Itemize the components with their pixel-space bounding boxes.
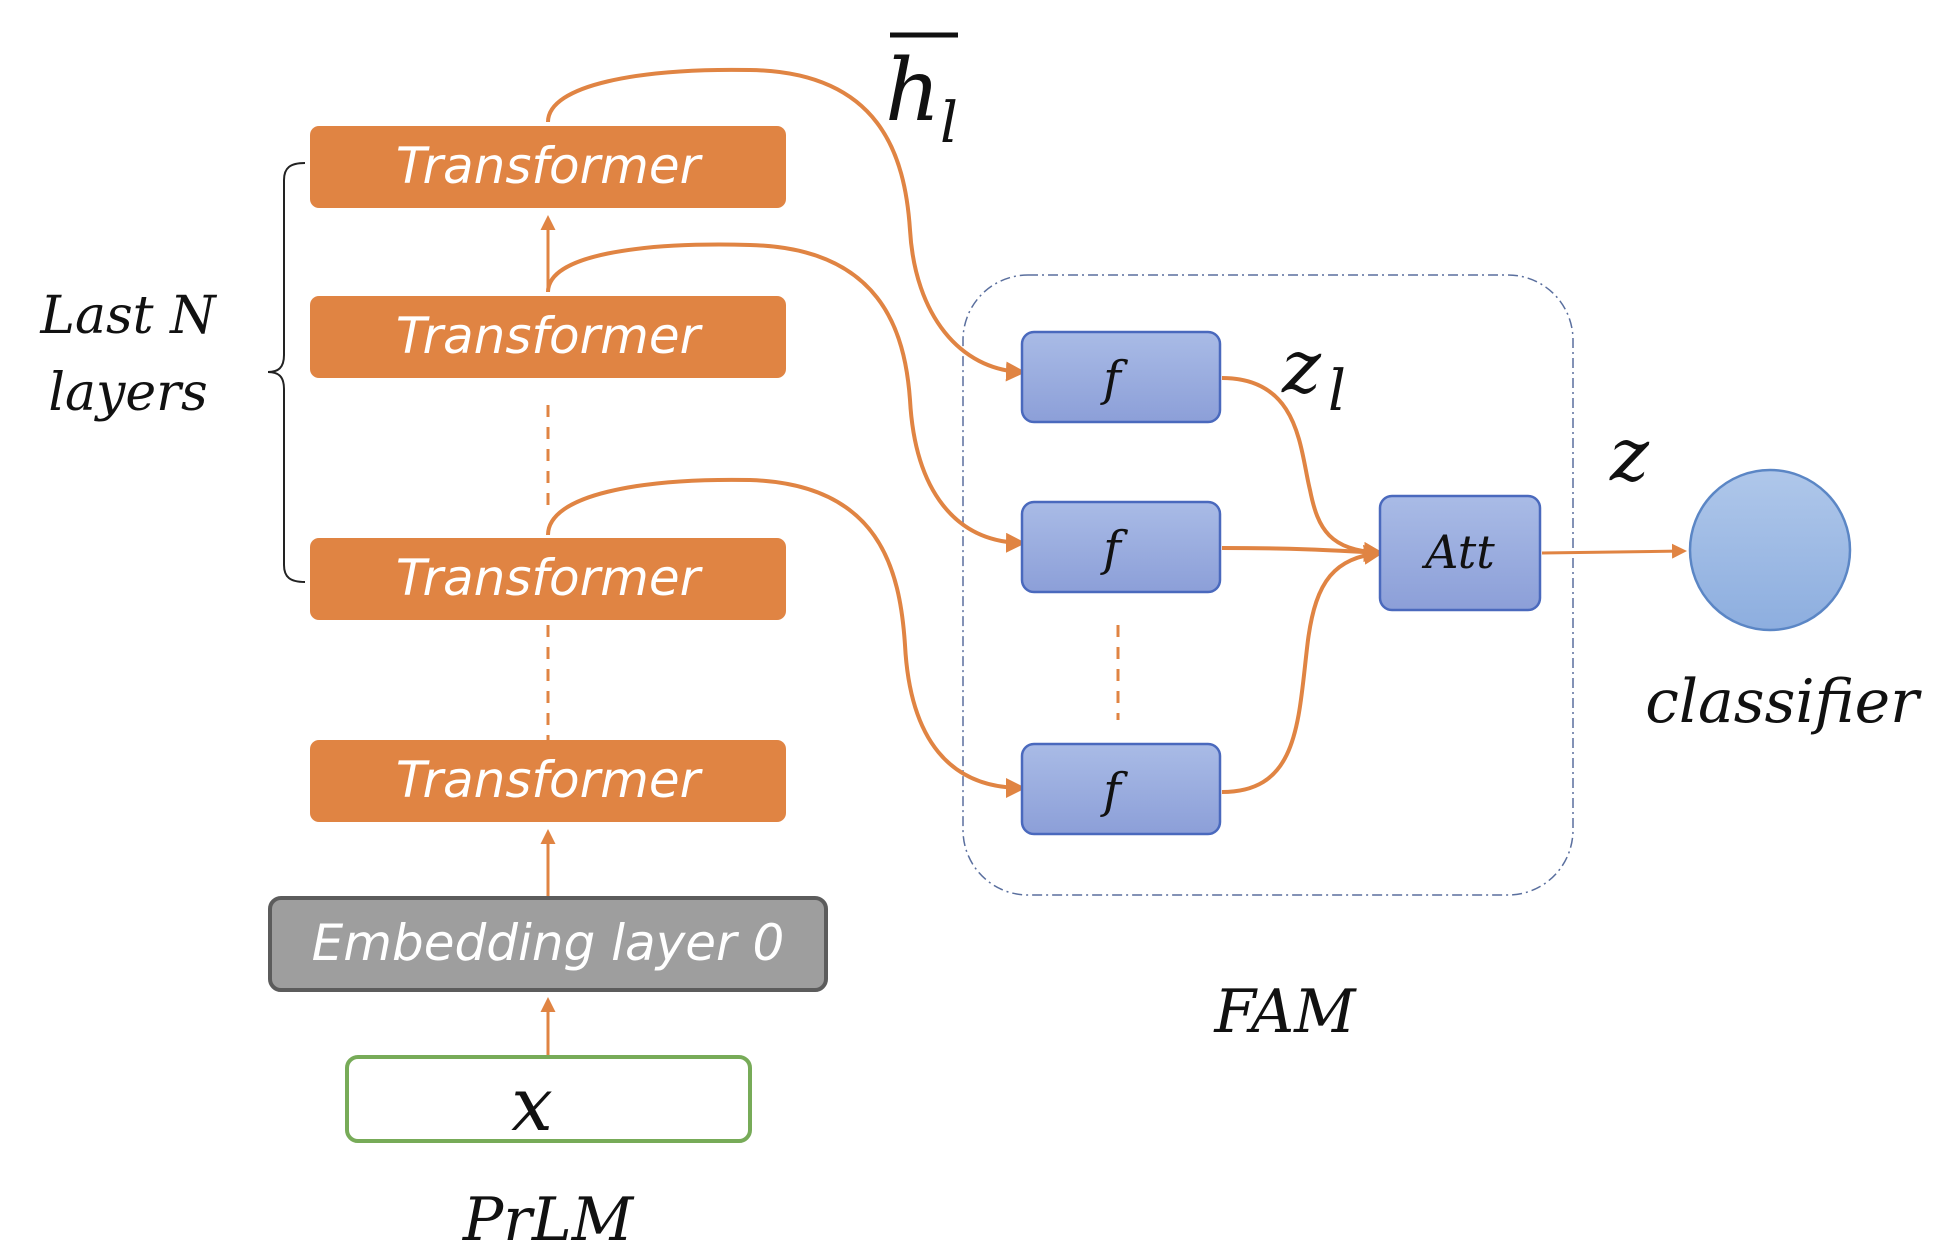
fam-region xyxy=(962,274,1574,896)
arrow-att-to-classifier xyxy=(1541,543,1687,559)
arrow-f1-to-att xyxy=(1221,376,1384,563)
f-block-2: f xyxy=(1020,500,1222,594)
transformer-block-3: Transformer xyxy=(310,538,786,620)
arrow-transformer3-to-f3 xyxy=(546,477,1026,798)
z-l-base: z xyxy=(1281,324,1322,410)
arrow-transformer1-to-f1 xyxy=(546,67,1026,382)
bracket-label-line1: Last N xyxy=(39,286,217,346)
f-block-3: f xyxy=(1020,742,1222,836)
h-bar-l-symbol: h l xyxy=(885,32,958,156)
arrow-f3-to-att xyxy=(1221,544,1384,794)
classifier-node xyxy=(1688,468,1852,632)
transformer-block-4: Transformer xyxy=(310,740,786,822)
input-block: x xyxy=(345,1055,752,1148)
transformer-block-1: Transformer xyxy=(310,126,786,208)
att-block: Att xyxy=(1378,494,1542,612)
classifier-label: classifier xyxy=(1645,667,1922,737)
bracket-label-line2: layers xyxy=(48,363,207,423)
z-l-symbol: z l xyxy=(1281,324,1346,424)
transformer-label: Transformer xyxy=(396,549,704,607)
z-symbol: z xyxy=(1609,412,1650,498)
fam-caption: FAM xyxy=(1213,977,1357,1047)
layers-bracket xyxy=(267,162,306,583)
att-label: Att xyxy=(1421,525,1495,579)
input-x-label: x xyxy=(511,1062,553,1148)
arrow-transformer2-to-f2 xyxy=(546,242,1026,553)
transformer-block-2: Transformer xyxy=(310,296,786,378)
prlm-caption: PrLM xyxy=(462,1185,635,1255)
transformer-label: Transformer xyxy=(396,307,704,365)
transformer-label: Transformer xyxy=(396,751,704,809)
z-l-subscript: l xyxy=(1328,359,1346,424)
transformer-label: Transformer xyxy=(396,137,704,195)
embedding-layer-block: Embedding layer 0 xyxy=(268,896,828,992)
f-block-1: f xyxy=(1020,330,1222,424)
h-bar-subscript: l xyxy=(940,91,958,156)
embedding-label: Embedding layer 0 xyxy=(312,914,785,972)
h-bar-base: h xyxy=(885,41,940,141)
